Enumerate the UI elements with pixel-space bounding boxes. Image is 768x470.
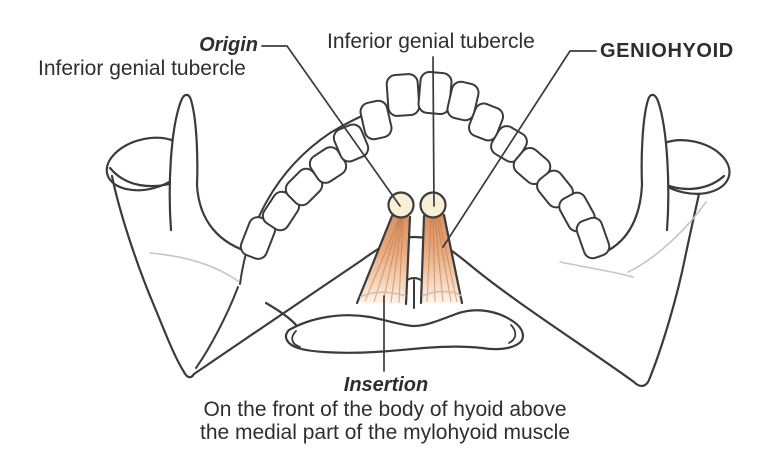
- midline-raphe: [406, 277, 422, 309]
- muscle-cross-lines: [359, 290, 463, 298]
- geniohyoid-leader-line: [442, 50, 597, 248]
- geniohyoid-right-belly: [421, 214, 462, 303]
- hyoid-greater-horn-left: [264, 301, 298, 327]
- tooth: [446, 80, 480, 122]
- hyoid-left-end-cap: [291, 330, 301, 348]
- hyoid-bone: [264, 301, 524, 354]
- hyoid-right-end-cap: [508, 324, 517, 344]
- insertion-label-line2: the medial part of the mylohyoid muscle: [199, 421, 570, 444]
- origin-label-text: Inferior genial tubercle: [38, 57, 246, 80]
- mandible-lower-border: [110, 174, 701, 387]
- muscle-edges: [355, 213, 464, 306]
- tubercle-top-label: Inferior genial tubercle: [327, 30, 535, 53]
- mandible-inner-edge-left: [195, 286, 239, 369]
- insertion-label-title: Insertion: [343, 374, 429, 396]
- geniohyoid-muscles: [355, 213, 464, 309]
- geniohyoid-label: GENIOHYOID: [600, 40, 734, 62]
- leader-lines: [261, 45, 597, 372]
- tooth: [385, 73, 421, 117]
- shading-left: [149, 252, 239, 282]
- shading-lines: [149, 201, 707, 282]
- genial-tubercle-right: [419, 191, 447, 219]
- shading-right-lower: [559, 261, 634, 278]
- tooth: [467, 102, 505, 142]
- teeth: [239, 70, 611, 260]
- origin-leader-line: [261, 45, 401, 207]
- tubercle-leader-line: [432, 56, 435, 207]
- genial-tubercles: [387, 191, 447, 219]
- tooth: [359, 99, 393, 141]
- left-coronoid-process: [168, 93, 254, 255]
- insertion-label-line1: On the front of the body of hyoid above: [203, 398, 567, 421]
- tooth: [575, 216, 611, 260]
- right-coronoid-process: [594, 93, 670, 258]
- hyoid-body: [284, 309, 524, 354]
- shading-right-upper: [627, 201, 707, 273]
- origin-label-title: Origin: [199, 34, 258, 56]
- muscle-fibers: [364, 218, 458, 304]
